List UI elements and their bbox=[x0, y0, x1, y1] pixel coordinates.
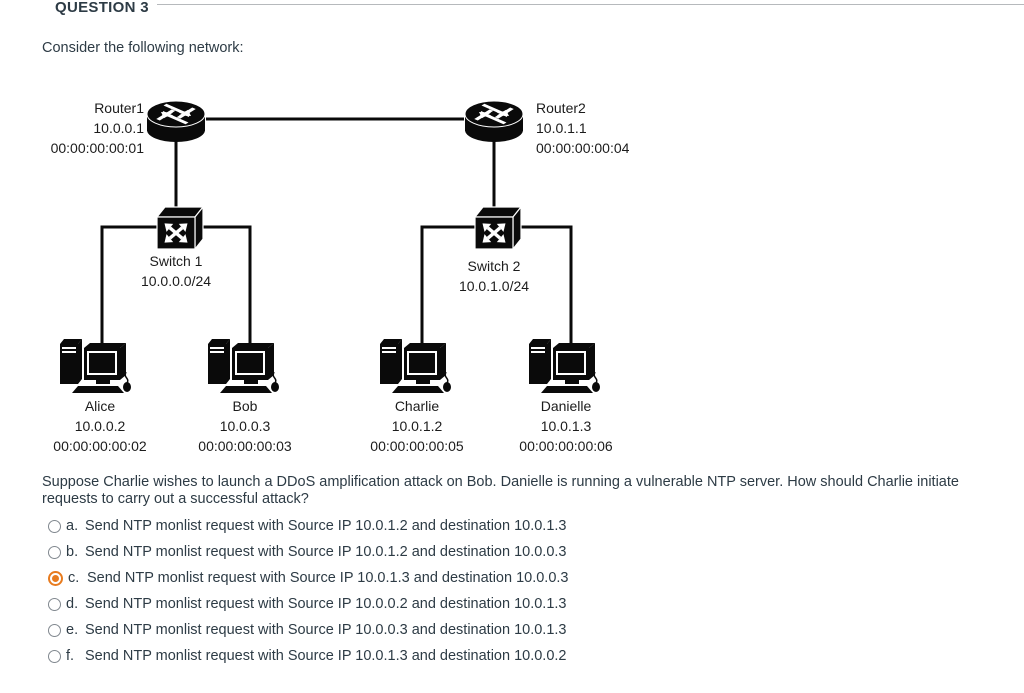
intro-text: Consider the following network: bbox=[42, 40, 244, 56]
option-f[interactable]: f. Send NTP monlist request with Source … bbox=[0, 643, 1000, 669]
host-alice-label: Alice 10.0.0.2 00:00:00:00:02 bbox=[53, 398, 147, 454]
host-bob-label: Bob 10.0.0.3 00:00:00:00:03 bbox=[198, 398, 292, 454]
network-diagram: Router1 10.0.0.1 00:00:00:00:01 Router2 … bbox=[0, 85, 680, 463]
radio-option-c[interactable] bbox=[48, 570, 63, 586]
switch1-icon bbox=[156, 206, 204, 250]
router2-label: Router2 10.0.1.1 00:00:00:00:04 bbox=[536, 100, 630, 156]
top-divider bbox=[55, 4, 1024, 5]
radio-option-f[interactable] bbox=[48, 649, 61, 663]
options-list: a. Send NTP monlist request with Source … bbox=[0, 513, 1000, 669]
option-a-text: Send NTP monlist request with Source IP … bbox=[85, 518, 567, 534]
option-f-letter: f. bbox=[66, 648, 75, 664]
option-f-text: Send NTP monlist request with Source IP … bbox=[85, 648, 567, 664]
host-alice-icon bbox=[59, 338, 132, 394]
option-d-text: Send NTP monlist request with Source IP … bbox=[85, 596, 567, 612]
option-e[interactable]: e. Send NTP monlist request with Source … bbox=[0, 617, 1000, 643]
router1-icon bbox=[146, 100, 206, 143]
host-charlie-icon bbox=[379, 338, 452, 394]
radio-option-a[interactable] bbox=[48, 519, 61, 533]
switch1-label: Switch 1 10.0.0.0/24 bbox=[140, 253, 212, 289]
option-d-letter: d. bbox=[66, 596, 79, 612]
router2-icon bbox=[464, 100, 524, 143]
option-d[interactable]: d. Send NTP monlist request with Source … bbox=[0, 591, 1000, 617]
radio-option-d[interactable] bbox=[48, 597, 61, 611]
option-c-letter: c. bbox=[68, 570, 80, 586]
option-b-letter: b. bbox=[66, 544, 79, 560]
option-a[interactable]: a. Send NTP monlist request with Source … bbox=[0, 513, 1000, 539]
host-bob-icon bbox=[207, 338, 280, 394]
option-b[interactable]: b. Send NTP monlist request with Source … bbox=[0, 539, 1000, 565]
option-c[interactable]: c. Send NTP monlist request with Source … bbox=[0, 565, 1000, 591]
question-text: Suppose Charlie wishes to launch a DDoS … bbox=[42, 474, 959, 507]
switch2-icon bbox=[474, 206, 522, 250]
host-danielle-icon bbox=[528, 338, 601, 394]
radio-option-b[interactable] bbox=[48, 545, 61, 559]
host-charlie-label: Charlie 10.0.1.2 00:00:00:00:05 bbox=[370, 398, 464, 454]
option-a-letter: a. bbox=[66, 518, 79, 534]
question-title: QUESTION 3 bbox=[55, 0, 157, 18]
switch2-label: Switch 2 10.0.1.0/24 bbox=[458, 258, 530, 294]
host-danielle-label: Danielle 10.0.1.3 00:00:00:00:06 bbox=[519, 398, 613, 454]
option-e-letter: e. bbox=[66, 622, 79, 638]
option-b-text: Send NTP monlist request with Source IP … bbox=[85, 544, 567, 560]
diagram-canvas bbox=[59, 100, 601, 394]
router1-label: Router1 10.0.0.1 00:00:00:00:01 bbox=[50, 100, 144, 156]
radio-option-e[interactable] bbox=[48, 623, 61, 637]
option-c-text: Send NTP monlist request with Source IP … bbox=[87, 570, 569, 586]
option-e-text: Send NTP monlist request with Source IP … bbox=[85, 622, 567, 638]
